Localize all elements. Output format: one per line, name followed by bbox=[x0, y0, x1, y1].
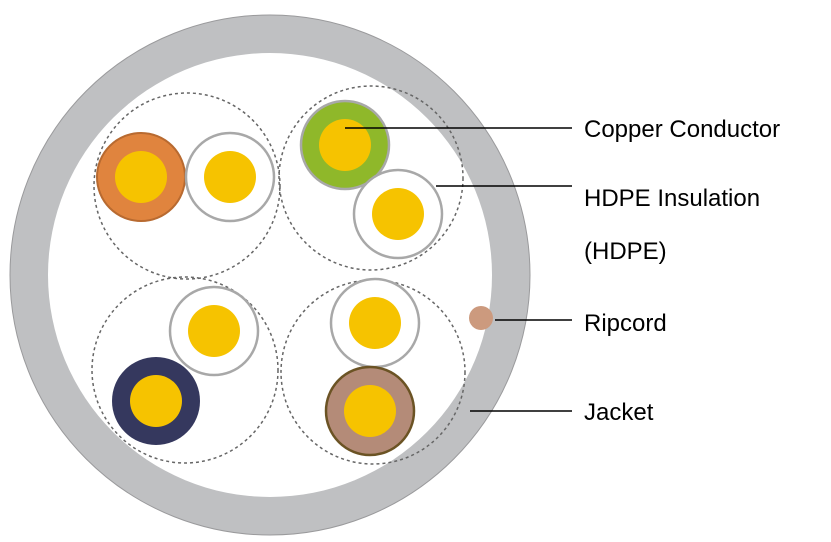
conductor-brown-copper bbox=[344, 385, 396, 437]
cable-core bbox=[48, 53, 492, 497]
pair-boundary-bottom-left bbox=[91, 276, 279, 464]
pair-boundary-top-right bbox=[278, 85, 464, 271]
pair-boundary-top-left bbox=[93, 92, 281, 280]
label-hdpe-insulation-abbrev: (HDPE) bbox=[584, 238, 667, 265]
label-ripcord: Ripcord bbox=[584, 310, 667, 337]
conductor-blue-copper bbox=[130, 375, 182, 427]
label-copper-conductor: Copper Conductor bbox=[584, 116, 780, 143]
conductor-white-1-copper bbox=[204, 151, 256, 203]
conductor-green-copper bbox=[319, 119, 371, 171]
conductor-orange-copper bbox=[115, 151, 167, 203]
conductor-white-2-copper bbox=[372, 188, 424, 240]
conductor-white-3-copper bbox=[188, 305, 240, 357]
label-jacket: Jacket bbox=[584, 399, 654, 426]
ripcord bbox=[469, 306, 493, 330]
conductor-white-4-copper bbox=[349, 297, 401, 349]
label-hdpe-insulation: HDPE Insulation bbox=[584, 185, 760, 212]
